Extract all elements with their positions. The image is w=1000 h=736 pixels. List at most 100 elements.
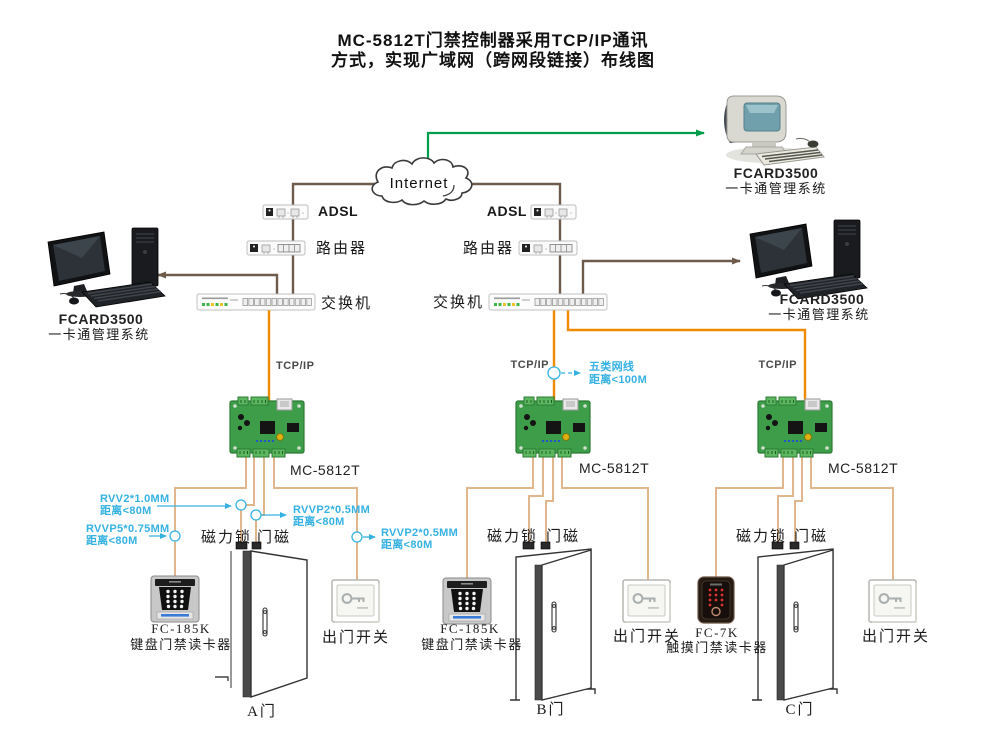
door-a [214,550,308,698]
cable-rvv2-limit: 距离<80M [100,503,152,517]
cable-cat5-name: 五类网线 [589,359,634,373]
uplink-arrow [426,129,705,164]
reader-b-desc: 键盘门禁读卡器 [421,637,523,652]
callout-node-rvvp2-mid [250,509,262,521]
diagram-title-line2: 方式，实现广域网（跨网段链接）布线图 [331,50,655,70]
wire-c-reader [715,456,784,577]
wan-line-right [466,182,562,294]
controller-c-label: MC-5812T [828,460,898,476]
wire-c-sensor [794,456,803,543]
door-c [751,548,838,701]
controller-a-label: MC-5812T [290,462,360,478]
reader-b-model: FC-185K [440,621,500,636]
exit-label-c: 出门开关 [862,628,930,645]
cloud-curl [442,184,455,197]
cable-rvv2-name: RVV2*1.0MM [100,493,169,505]
station-topright-name: FCARD3500 [734,165,819,181]
doorsensor-b [540,541,551,550]
switch-to-pc-left-arrow [157,271,279,294]
tcpip-label-b: TCP/IP [511,359,549,371]
door-c-label: C门 [785,701,814,718]
wan-line-left [291,182,378,294]
sensor-label-c: 门磁 [794,528,828,545]
cable-rvvp2-mid-limit: 距离<80M [293,514,345,528]
callout-node-rvvp2-right [351,531,363,543]
station-topright-desc: 一卡通管理系统 [725,181,827,196]
station-right-desc: 一卡通管理系统 [768,307,870,322]
exit-button-b [622,579,671,623]
adsl-modem-left [262,204,309,220]
controller-b-label: MC-5812T [579,460,649,476]
adsl-modem-right [530,204,577,220]
reader-c [697,576,735,624]
sensor-label-b: 门磁 [546,528,580,545]
cable-callouts: RVV2*1.0MM 距离<80M RVVP5*0.75MM 距离<80M RV… [86,359,647,551]
cable-rvvp2-right-limit: 距离<80M [381,537,433,551]
wire-a-reader [174,455,247,576]
wire-b-exit [561,456,649,580]
cable-rvvp2-mid-name: RVVP2*0.5MM [293,504,370,516]
tcpip-line-c [566,310,807,401]
door-b-label: B门 [536,701,565,718]
switch-label-left: 交换机 [321,294,372,312]
switch-left [196,293,316,311]
station-left-desc: 一卡通管理系统 [48,327,150,342]
wire-c-lock [777,456,794,543]
exit-button-a [331,579,380,623]
pc-top-right [723,95,825,166]
adsl-label-right: ADSL [487,203,527,219]
lock-label-b: 磁力锁 [487,528,538,545]
cable-cat5-limit: 距离<100M [589,372,647,386]
doorsensor-a [251,541,262,550]
internet-cloud: Internet [371,157,473,206]
tcpip-label-a: TCP/IP [276,360,314,372]
lock-blocks [235,541,800,550]
wire-c-exit [810,456,894,580]
reader-c-model: FC-7K [695,625,739,640]
reader-b [442,577,492,625]
reader-a-model: FC-185K [151,621,211,636]
wire-b-lock [528,456,544,543]
router-left [246,240,306,256]
pc-right [749,219,868,300]
wan-lines [157,182,741,294]
wire-b-sensor [545,456,554,543]
maglock-b [522,541,535,550]
cloud-shape [371,157,473,206]
controller-c [757,396,833,458]
controller-a [229,396,305,458]
callout-node-cat5 [547,366,561,380]
maglock-a [235,541,248,550]
router-label-left: 路由器 [316,240,367,257]
lock-label-a: 磁力锁 [201,529,252,546]
cloud-label: Internet [390,175,449,192]
sensor-label-a: 门磁 [257,529,291,546]
controller-b [515,396,591,458]
switch-right [488,293,608,311]
lock-label-c: 磁力锁 [736,528,787,545]
cloud-to-server-arrow [426,129,705,164]
maglock-c [771,541,784,550]
reader-a-desc: 键盘门禁读卡器 [130,637,232,652]
wire-b-reader [466,456,534,578]
cable-rvvp5-limit: 距离<80M [86,533,138,547]
exit-label-b: 出门开关 [613,628,681,645]
reader-a [150,575,200,623]
pc-left [47,227,166,308]
switch-label-right: 交换机 [433,293,484,311]
switch-to-pc-right-arrow [581,257,741,294]
station-left-name: FCARD3500 [59,311,144,327]
tcpip-label-c: TCP/IP [759,359,797,371]
diagram-title-line1: MC-5812T门禁控制器采用TCP/IP通讯 [337,30,648,50]
callout-node-rvv2 [235,499,247,511]
exit-button-c [868,579,917,623]
door-b [509,548,596,701]
tcpip-lines [267,310,807,401]
exit-label-a: 出门开关 [322,629,390,646]
doorsensor-c [789,541,800,550]
router-label-right: 路由器 [463,240,514,257]
adsl-label-left: ADSL [318,203,358,219]
door-a-label: A门 [247,703,277,720]
